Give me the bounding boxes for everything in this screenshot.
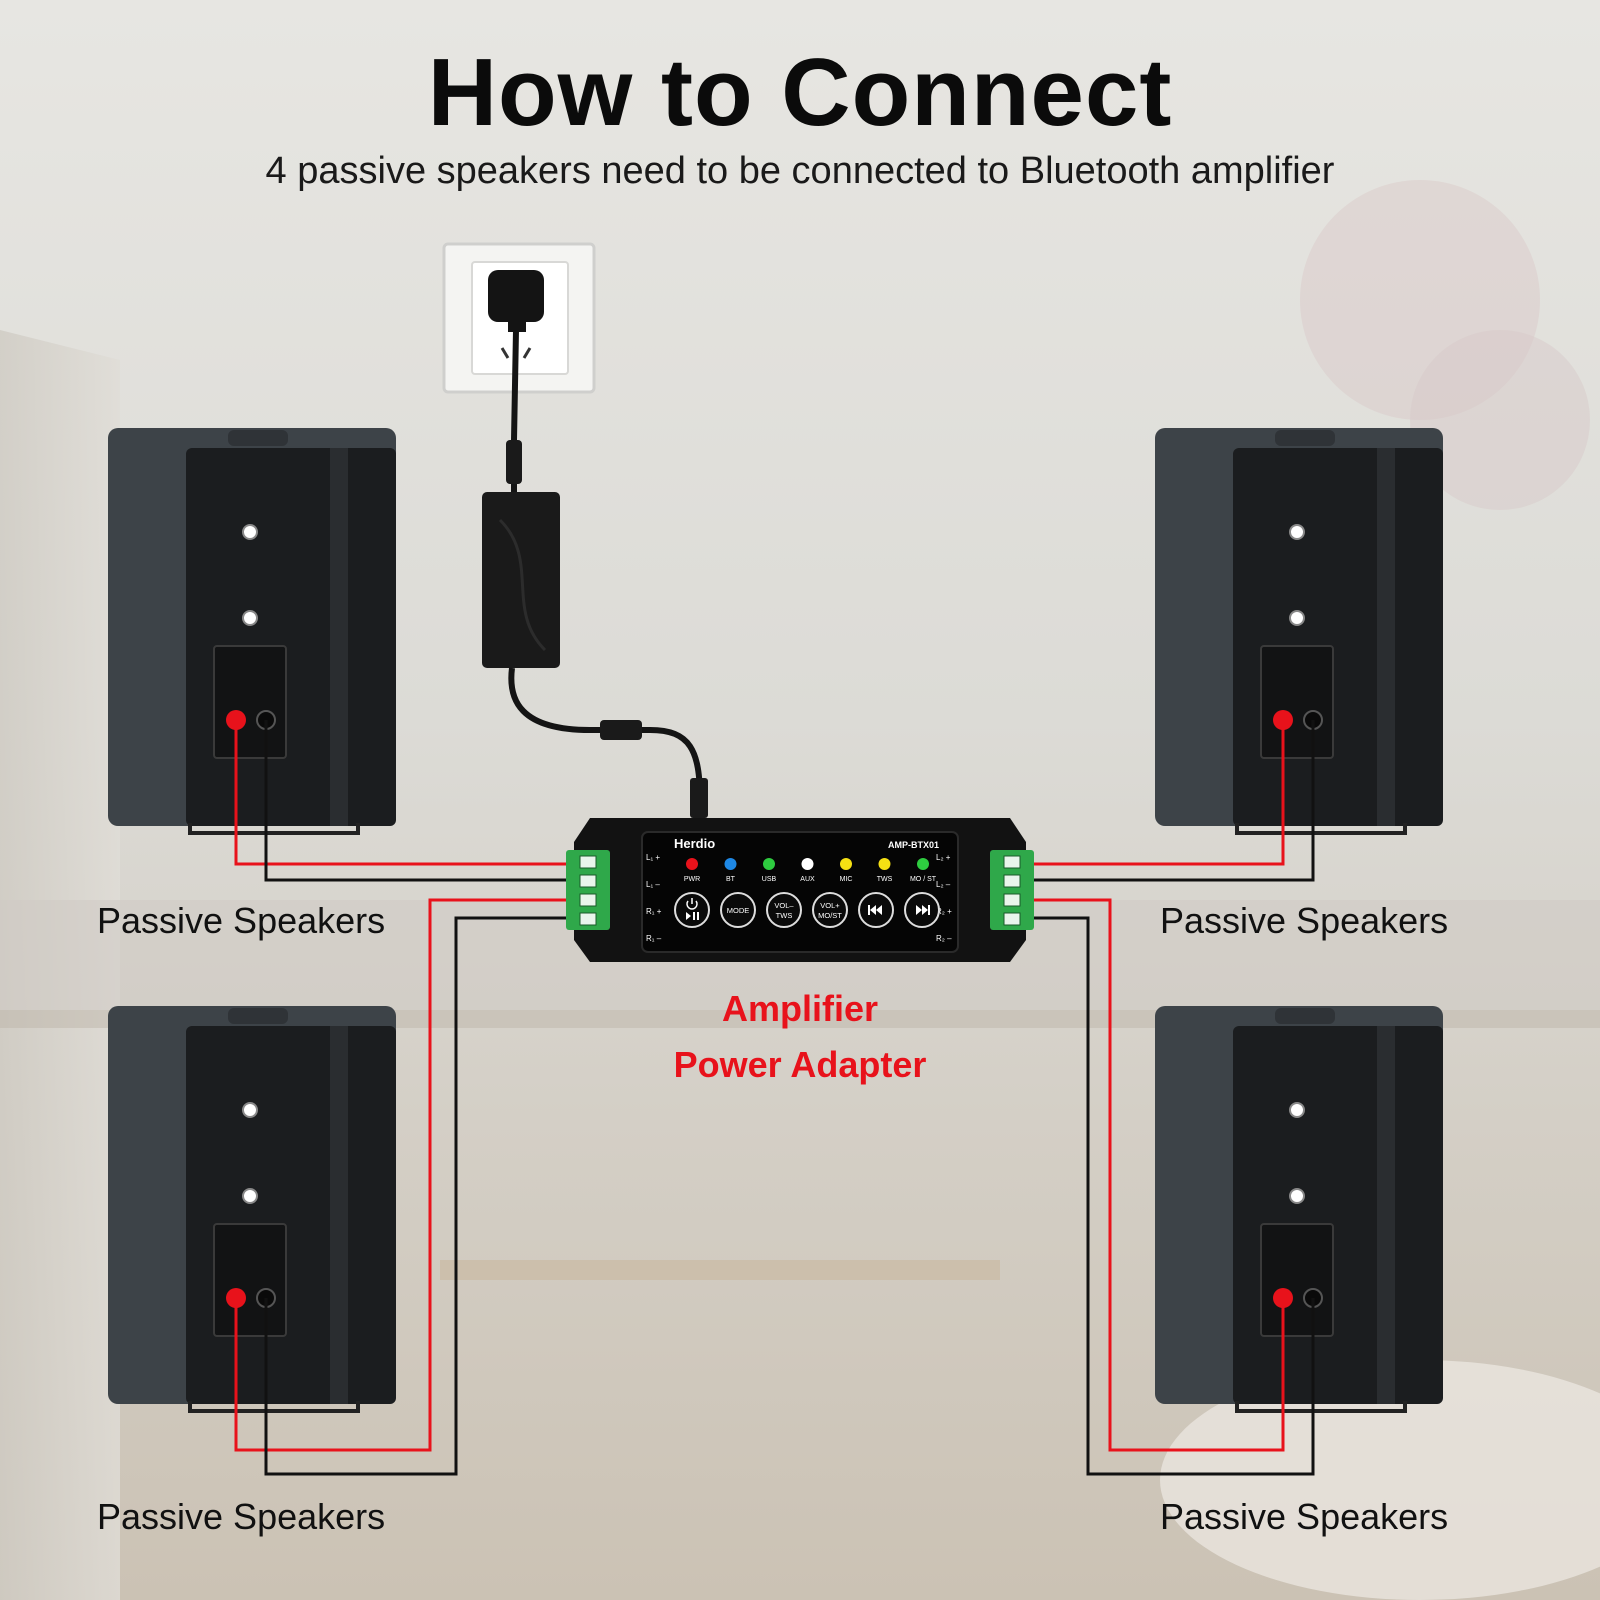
led-pwr <box>686 858 698 870</box>
black-wire-3 <box>264 916 578 1476</box>
led-label: MO / ST <box>910 876 937 883</box>
terminal-label-left: R₁ – <box>646 934 662 943</box>
led-tws <box>878 858 891 870</box>
terminal-label-right: R₂ – <box>936 934 952 943</box>
page-subtitle: 4 passive speakers need to be connected … <box>265 150 1335 192</box>
button-label: VOL– <box>774 901 794 910</box>
speaker-label-bottom-right: Passive Speakers <box>1160 1496 1449 1537</box>
black-wire-7 <box>1022 916 1315 1476</box>
speaker-bottom-right <box>1155 1006 1443 1413</box>
speaker-label-bottom-left: Passive Speakers <box>97 1496 386 1537</box>
amp-model-number: AMP-BTX01 <box>888 840 939 850</box>
button-label: TWS <box>776 911 793 920</box>
button-label: MODE <box>727 906 750 915</box>
speaker-bottom-left <box>108 1006 396 1413</box>
previous-track-icon <box>868 905 882 915</box>
next-track-icon <box>916 905 930 915</box>
amp-brand-logo: Herdio <box>674 836 715 851</box>
speaker-top-right <box>1155 428 1443 835</box>
led-bt <box>724 858 737 870</box>
led-label: MIC <box>840 876 853 883</box>
power-adapter-label: Power Adapter <box>673 1044 927 1085</box>
speaker-label-top-left: Passive Speakers <box>97 900 386 941</box>
led-label: USB <box>762 876 777 883</box>
right-terminal-block <box>990 850 1034 930</box>
amp-button-1[interactable]: MODE <box>720 892 756 928</box>
speaker-wires <box>234 720 1315 1476</box>
black-wire-5 <box>1022 720 1315 882</box>
power-play-pause-icon <box>686 898 699 920</box>
terminal-label-left: L₁ – <box>646 880 660 889</box>
dc-cable <box>508 667 703 801</box>
terminal-label-left: L₁ + <box>646 853 660 862</box>
page-title: How to Connect <box>427 39 1173 146</box>
terminal-label-right: L₂ – <box>936 880 951 889</box>
led-label: PWR <box>684 876 700 883</box>
button-label: MO/ST <box>818 911 842 920</box>
power-plug <box>488 270 544 322</box>
red-wire-4 <box>1022 720 1285 866</box>
terminal-label-left: R₁ + <box>646 907 662 916</box>
wall-outlet <box>442 242 596 394</box>
dc-plug <box>690 778 708 818</box>
led-label: AUX <box>800 876 815 883</box>
speaker-top-left <box>108 428 396 835</box>
cable-connector <box>506 440 522 484</box>
power-play-pause-button[interactable] <box>674 892 710 928</box>
led-label: TWS <box>877 876 893 883</box>
terminal-label-right: R₂ + <box>936 907 952 916</box>
bluetooth-amplifier: Herdio AMP-BTX01 L₁ + L₁ – R₁ + R₁ – L₂ + L₂ – R… <box>566 818 1034 962</box>
left-terminal-block <box>566 850 610 930</box>
next-track-button[interactable] <box>904 892 940 928</box>
terminal-label-right: L₂ + <box>936 853 951 862</box>
led-mic <box>840 858 852 870</box>
red-wire-2 <box>234 898 578 1452</box>
ferrite-bead <box>600 720 642 740</box>
led-usb <box>763 858 775 870</box>
red-wire-0 <box>234 720 578 866</box>
previous-track-button[interactable] <box>858 892 894 928</box>
red-wire-6 <box>1022 898 1285 1452</box>
button-label: VOL+ <box>820 901 840 910</box>
amp-button-3[interactable]: VOL+MO/ST <box>812 892 848 928</box>
led-aux <box>801 858 814 870</box>
speaker-label-top-right: Passive Speakers <box>1160 900 1449 941</box>
amp-button-2[interactable]: VOL–TWS <box>766 892 802 928</box>
led-most <box>917 858 929 870</box>
black-wire-1 <box>264 720 578 882</box>
led-label: BT <box>726 876 736 883</box>
amplifier-label: Amplifier <box>721 988 879 1029</box>
